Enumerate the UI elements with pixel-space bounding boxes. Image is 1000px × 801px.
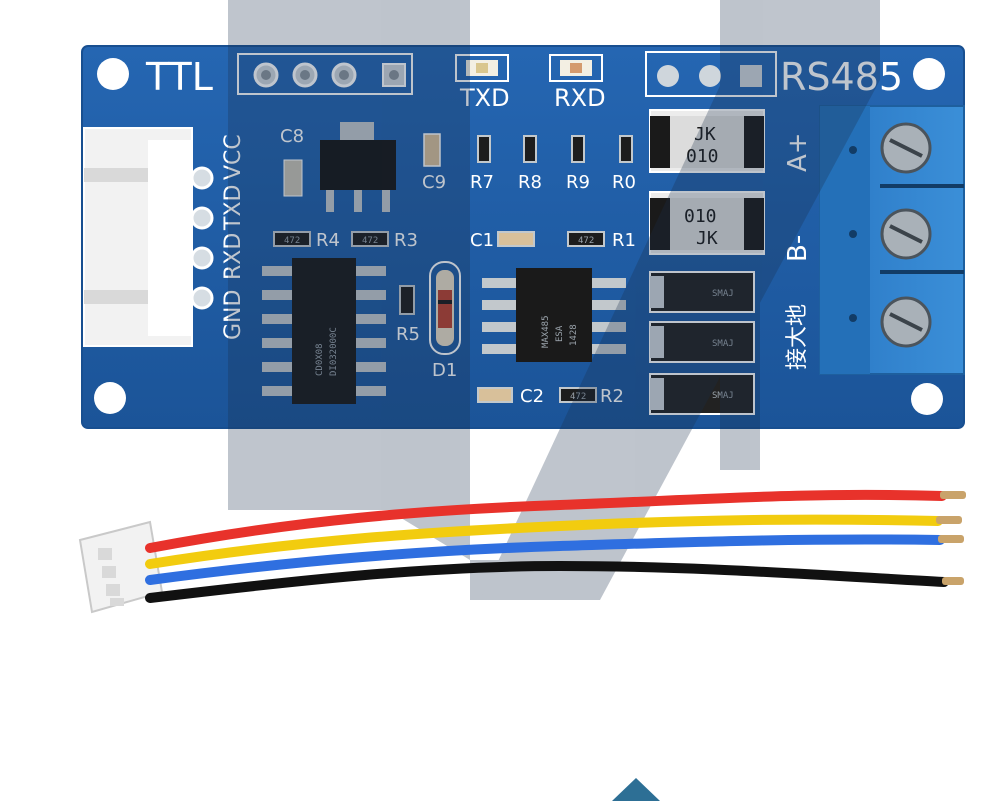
jst-plug (78, 520, 164, 614)
diode-d1 (429, 261, 461, 355)
resistor-r3: 472 (351, 231, 389, 247)
ttl-header-pins (253, 62, 406, 88)
terminal-a-label: A+ (783, 132, 813, 172)
ic-chip-left: CD0X08 DI032000C (262, 258, 386, 404)
watermark-logo (228, 0, 880, 600)
resistor-r7 (477, 135, 491, 163)
capacitor-c8 (283, 159, 303, 197)
ground-label: 接大地 (785, 304, 810, 370)
tvs-code: SMAJ (712, 289, 734, 299)
ref-r4: R4 (316, 230, 340, 251)
resistor-r2: 472 (559, 387, 597, 403)
terminal-b-label: B- (783, 235, 813, 262)
capacitor-c2 (477, 387, 513, 403)
txd-led-label: TXD (459, 84, 510, 112)
jst-cable-assembly (78, 489, 966, 614)
resistor-r9 (571, 135, 585, 163)
pin-label-vcc: VCC (221, 134, 246, 180)
mounting-hole (911, 383, 943, 415)
ref-c8: C8 (280, 126, 304, 147)
screw-terminal-block (819, 105, 965, 375)
ref-r0: R0 (612, 172, 636, 193)
ref-c2: C2 (520, 386, 544, 407)
ref-r3: R3 (394, 230, 418, 251)
ref-r5: R5 (396, 324, 420, 345)
rs485-label: RS485 (780, 55, 903, 99)
tvs-diode-1: SMAJ (649, 271, 755, 313)
voltage-regulator (320, 122, 396, 212)
svg-text:472: 472 (284, 236, 300, 246)
chip-left-line2: DI032000C (329, 327, 339, 376)
wire-tips (936, 491, 966, 585)
rs485-module-board: TTL TXD RXD (81, 45, 965, 429)
ref-d1: D1 (432, 360, 457, 381)
capacitor-c9 (423, 133, 441, 167)
ref-r7: R7 (470, 172, 494, 193)
tvs-code: SMAJ (712, 339, 734, 349)
fuse-bottom: 010 JK (649, 191, 765, 255)
pin-label-rxd: RXD (221, 233, 246, 280)
resistor-r0 (619, 135, 633, 163)
resistor-r1: 472 (567, 231, 605, 247)
resistor-r5 (399, 285, 415, 315)
tvs-diode-3: SMAJ (649, 373, 755, 415)
ref-r8: R8 (518, 172, 542, 193)
pin-label-txd: TXD (221, 185, 246, 231)
mounting-hole (97, 58, 129, 90)
screw-icon (880, 122, 932, 174)
fuse-top-line1: JK (694, 124, 716, 145)
chip-right-line3: 1428 (569, 324, 579, 346)
ref-r2: R2 (600, 386, 624, 407)
ref-c9: C9 (422, 172, 446, 193)
resistor-r8 (523, 135, 537, 163)
tvs-code: SMAJ (712, 391, 734, 401)
ttl-jst-connector (83, 127, 214, 347)
ref-c1: C1 (470, 230, 494, 251)
svg-text:472: 472 (578, 236, 594, 246)
ref-r9: R9 (566, 172, 590, 193)
fuse-bottom-line2: JK (696, 228, 718, 249)
wire-yellow (145, 514, 943, 569)
resistor-r4: 472 (273, 231, 311, 247)
fuse-top-line2: 010 (686, 146, 719, 167)
pin-label-gnd: GND (221, 290, 246, 340)
corner-decoration (612, 778, 660, 801)
rxd-led-label: RXD (554, 84, 606, 112)
fuse-bottom-line1: 010 (684, 206, 717, 227)
ref-r1: R1 (612, 230, 636, 251)
max485-chip: MAX485 ESA 1428 (482, 268, 626, 362)
ttl-label: TTL (145, 55, 213, 99)
fuse-top: JK 010 (649, 109, 765, 173)
screw-icon (880, 208, 932, 260)
svg-text:472: 472 (570, 392, 586, 402)
wire-red (145, 489, 947, 553)
tvs-diode-2: SMAJ (649, 321, 755, 363)
svg-text:472: 472 (362, 236, 378, 246)
mounting-hole (94, 382, 126, 414)
screw-icon (880, 296, 932, 348)
wire-blue (145, 534, 945, 585)
chip-left-line1: CD0X08 (315, 343, 325, 376)
wire-black (145, 560, 949, 603)
rs485-header-pins (657, 65, 762, 87)
txd-led (455, 54, 509, 82)
rxd-led (549, 54, 603, 82)
chip-right-line1: MAX485 (541, 315, 551, 348)
chip-right-line2: ESA (555, 325, 565, 342)
capacitor-c1 (497, 231, 535, 247)
mounting-hole (913, 58, 945, 90)
